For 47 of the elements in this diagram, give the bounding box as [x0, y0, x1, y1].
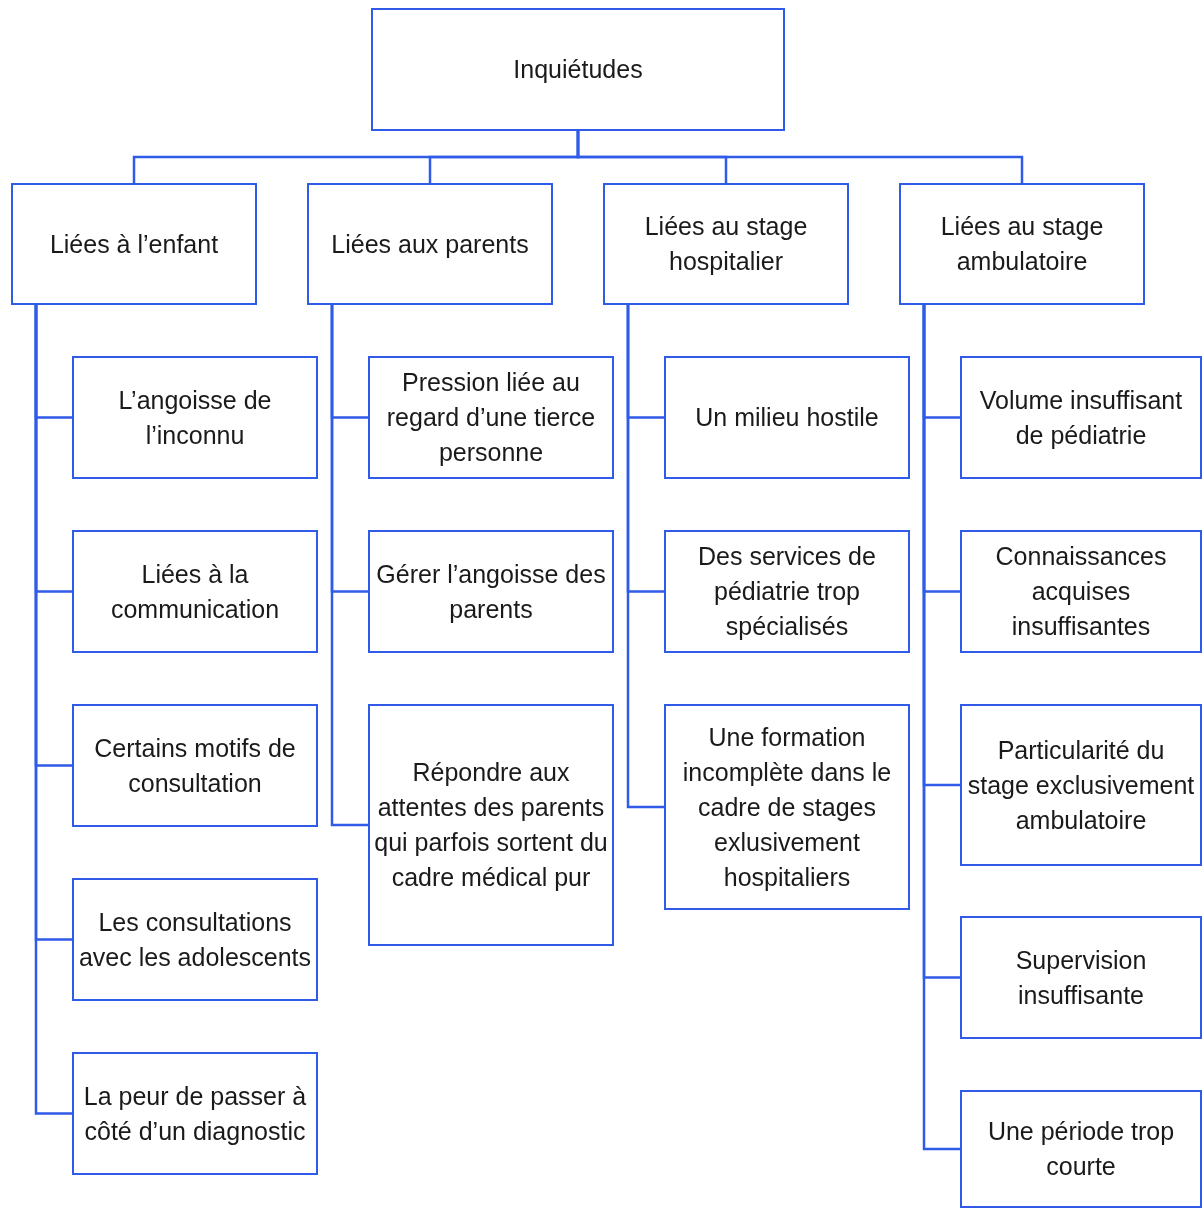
box-label: Liées aux parents: [331, 228, 529, 260]
connector-line: [922, 305, 960, 1151]
connector-line: [330, 305, 368, 827]
category-box: [960, 704, 1202, 866]
category-box: [72, 704, 318, 827]
category-box: [72, 1052, 318, 1175]
box-label: Pression liée au regard d’une tierce personne: [385, 367, 597, 468]
box-label: La peur de passer à côté d’un diagnostic: [82, 1080, 308, 1147]
box-label: Des services de pédiatrie trop spécialisés: [697, 541, 877, 642]
category-box: [603, 183, 849, 305]
box-label: Liées au stage ambulatoire: [939, 211, 1105, 277]
box-label: Inquiétudes: [513, 54, 643, 85]
connector-line: [576, 131, 1024, 183]
box-label: Gérer l’angoisse des parents: [375, 558, 607, 625]
box-label: Liées à la communication: [109, 558, 281, 625]
box-label: L’angoisse de l’inconnu: [117, 384, 273, 451]
category-box: [664, 530, 910, 653]
box-label: Un milieu hostile: [695, 402, 879, 433]
category-box: [960, 916, 1202, 1039]
box-label: Certains motifs de consultation: [93, 732, 297, 799]
category-box: [368, 704, 614, 946]
box-label: Liées au stage hospitalier: [643, 211, 809, 277]
category-box: [960, 1090, 1202, 1208]
connector-line: [34, 305, 72, 1115]
box-label: Supervision insuffisante: [1014, 944, 1148, 1011]
category-box: [72, 530, 318, 653]
box-label: Une période trop courte: [986, 1116, 1176, 1182]
box-label: Répondre aux attentes des parents qui parfois sortent du cadre médical pur: [374, 757, 608, 893]
category-box: [368, 530, 614, 653]
category-box: [72, 356, 318, 479]
category-box: [960, 530, 1202, 653]
category-box: [899, 183, 1145, 305]
box-label: Une formation incomplète dans le cadre de stages exlusivement hospitaliers: [681, 721, 893, 893]
category-box: [371, 8, 785, 131]
category-box: [368, 356, 614, 479]
box-label: Connaissances acquises insuffisantes: [994, 541, 1168, 642]
box-label: Les consultations avec les adolescents: [78, 906, 312, 973]
box-label: Particularité du stage exclusivement ambulatoire: [966, 734, 1196, 836]
category-box: [307, 183, 553, 305]
category-box: [664, 704, 910, 910]
connector-line: [626, 305, 664, 809]
box-label: Liées à l’enfant: [49, 228, 219, 260]
category-box: [960, 356, 1202, 479]
box-label: Volume insuffisant de pédiatrie: [978, 384, 1184, 451]
category-box: [664, 356, 910, 479]
category-box: [11, 183, 257, 305]
category-box: [72, 878, 318, 1001]
